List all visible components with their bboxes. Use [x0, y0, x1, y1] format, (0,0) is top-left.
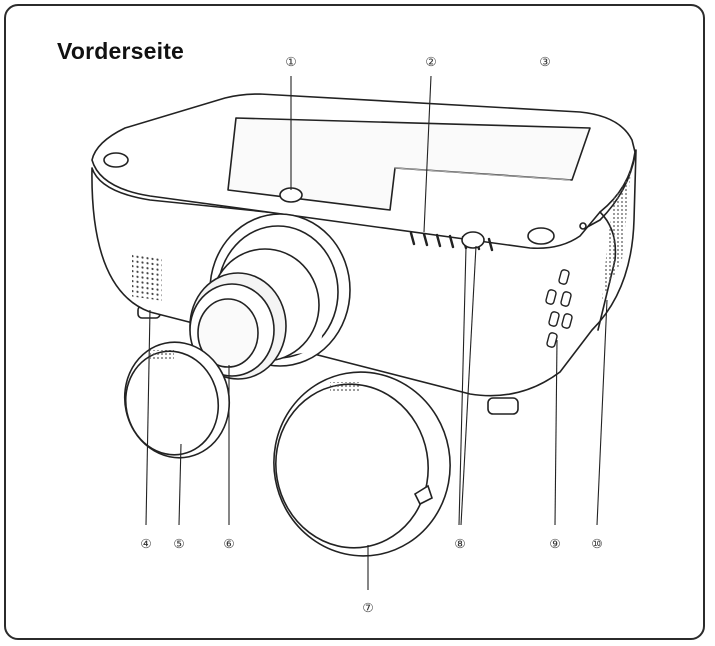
page-title: Vorderseite [57, 38, 185, 64]
ir-receiver [461, 231, 485, 249]
cap-tab-small [150, 350, 174, 360]
side-vents [545, 269, 573, 348]
callout-10: ⑩ [591, 536, 602, 551]
top-vent-left [103, 152, 129, 168]
leader-lines [145, 75, 608, 590]
callout-5: ⑤ [173, 536, 184, 551]
speaker-grill [132, 254, 162, 301]
top-right-button [527, 227, 555, 245]
callout-numbers: ① ② ③ ④ ⑤ ⑥ ⑦ ⑧ ⑨ ⑩ [140, 54, 602, 615]
front-foot-right [487, 397, 519, 415]
rear-vent-grill [602, 160, 632, 300]
callout-9: ⑨ [549, 536, 560, 551]
top-control-button [279, 187, 303, 203]
callout-2: ② [425, 54, 436, 69]
callout-7: ⑦ [362, 600, 373, 615]
callout-3: ③ [539, 54, 550, 69]
callout-1: ① [285, 54, 296, 69]
lens-assembly [189, 213, 351, 380]
cap-tab-large [330, 382, 360, 392]
large-lens-cap [273, 371, 451, 557]
callout-8: ⑧ [454, 536, 465, 551]
callout-6: ⑥ [223, 536, 234, 551]
callout-4: ④ [140, 536, 151, 551]
